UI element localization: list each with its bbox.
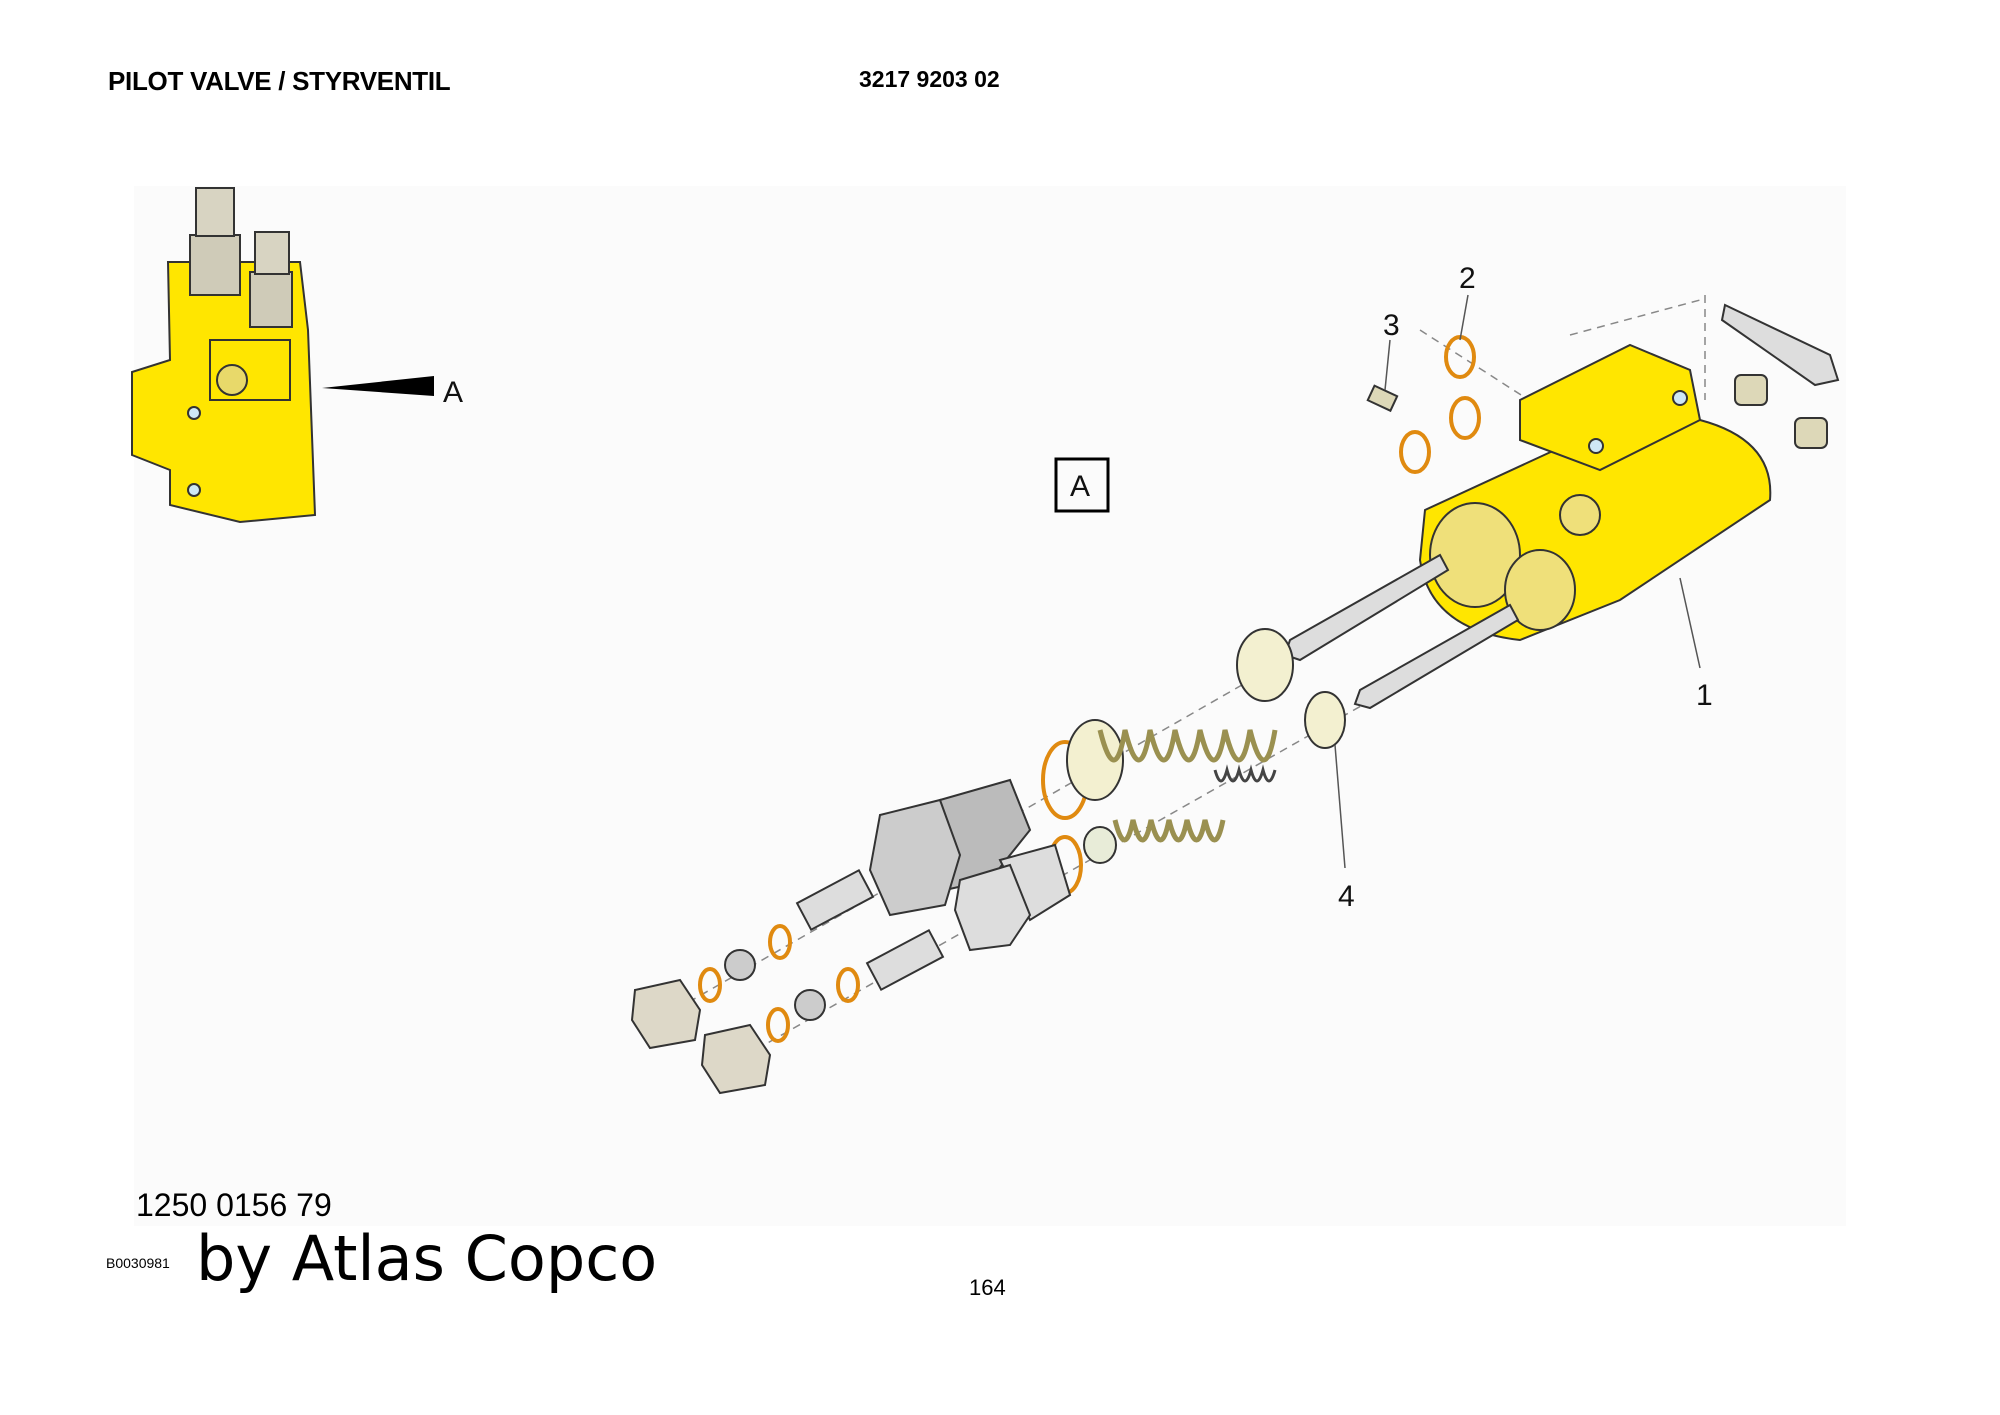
lock-nut <box>724 949 756 981</box>
drawing-background <box>134 186 1846 1226</box>
view-pointer-arrow <box>322 376 434 396</box>
page-number: 164 <box>969 1275 1006 1300</box>
spring-guide <box>1083 826 1117 864</box>
cap-nut <box>630 978 702 1050</box>
lock-nut <box>794 989 826 1021</box>
spring-seat <box>1304 691 1346 749</box>
page-title: PILOT VALVE / STYRVENTIL <box>108 66 451 96</box>
callout-3: 3 <box>1383 309 1400 342</box>
callout-leaders <box>1334 294 1701 869</box>
plug <box>1794 417 1828 449</box>
view-label-box <box>1054 457 1110 513</box>
hex-nut <box>868 798 962 917</box>
screw <box>1720 303 1840 387</box>
inset-view-label: A <box>443 376 463 409</box>
cap-nut <box>700 1023 772 1095</box>
part-number: 1250 0156 79 <box>136 1187 332 1223</box>
spool <box>1283 553 1450 662</box>
springs <box>1097 729 1278 843</box>
callout-4: 4 <box>1338 880 1355 913</box>
document-number: 3217 9203 02 <box>859 66 1000 92</box>
callout-1: 1 <box>1696 679 1713 712</box>
spool <box>1353 603 1520 710</box>
valve-body-part-1 <box>1418 343 1772 642</box>
brand-text: by Atlas Copco <box>196 1222 658 1295</box>
callout-2: 2 <box>1459 262 1476 295</box>
assembled-valve-illustration <box>131 187 317 524</box>
image-code: B0030981 <box>106 1255 170 1271</box>
threaded-pin <box>865 928 945 992</box>
spring-guide <box>1066 719 1124 801</box>
spring-seat <box>1236 628 1294 702</box>
view-label-box-text: A <box>1070 470 1090 503</box>
set-screw <box>1366 384 1399 413</box>
plug <box>1734 374 1768 406</box>
hex-nut <box>953 863 1032 952</box>
threaded-pin <box>795 868 875 932</box>
